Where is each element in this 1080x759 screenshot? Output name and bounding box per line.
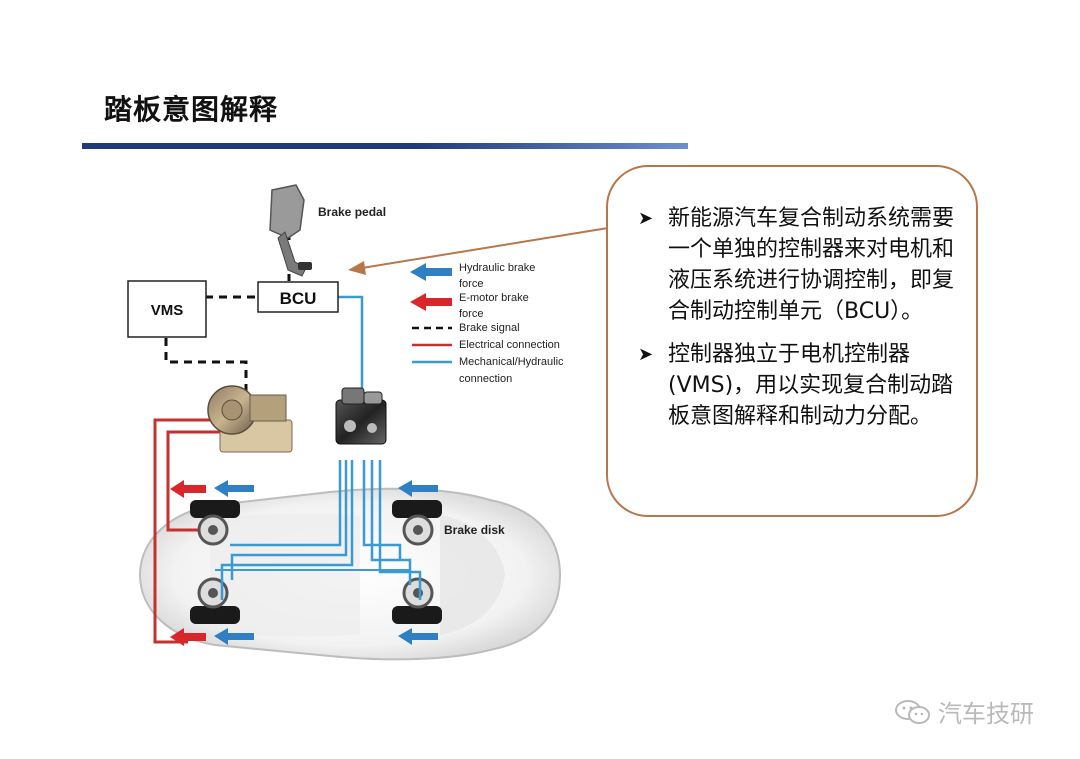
brake-pedal-label: Brake pedal [318,205,386,219]
watermark: 汽车技研 [894,694,1034,729]
legend-label-mechanical-1: Mechanical/Hydraulic [459,356,564,368]
wheel-front-right [392,500,442,546]
wheel-rear-left [190,577,240,624]
legend: Hydraulic brake force E-motor brake forc… [410,262,564,385]
hydraulic-arrow-front-right [398,480,438,497]
legend-label-hydraulic-2: force [459,278,483,290]
emotor-arrow-rear-left [170,628,206,646]
wechat-icon [895,699,930,724]
bullet-arrow-icon: ➤ [638,208,654,229]
hydraulic-arrow-rear-right [398,628,438,645]
callout-bullet: ➤ 控制器独立于电机控制器(VMS)，用以实现复合制动踏板意图解释和制动力分配。 [638,339,956,432]
legend-label-emotor-2: force [459,308,483,320]
legend-label-signal: Brake signal [459,322,520,334]
electrical-lines [153,418,220,644]
bcu-box [257,281,339,313]
emotor-arrow-front-left [170,480,206,498]
title-underline [82,143,688,149]
hydraulic-lines [215,295,422,600]
wheel-rear-right [392,577,442,624]
callout-pointer [348,227,609,275]
legend-hydraulic-arrow [410,263,452,281]
callout-box: ➤ 新能源汽车复合制动系统需要一个单独的控制器来对电机和液压系统进行协调控制，即… [606,165,978,517]
legend-emotor-arrow [410,293,452,311]
legend-label-electrical: Electrical connection [459,339,560,351]
wheel-brake-force-arrows [170,480,438,646]
vms-box [127,280,207,338]
hydraulic-arrow-rear-left [214,628,254,645]
brake-signal-lines [164,232,291,392]
e-motor-icon [207,385,293,453]
hydraulic-arrow-front-left [214,480,254,497]
callout-bullet-text: 新能源汽车复合制动系统需要一个单独的控制器来对电机和液压系统进行协调控制，即复合… [668,206,955,324]
page-title: 踏板意图解释 [104,93,279,126]
legend-label-mechanical-2: connection [459,373,512,385]
vms-label: VMS [151,302,184,319]
bcu-label: BCU [280,289,317,308]
legend-label-emotor-1: E-motor brake [459,292,529,304]
callout-bullet-text: 控制器独立于电机控制器(VMS)，用以实现复合制动踏板意图解释和制动力分配。 [668,342,954,429]
bullet-arrow-icon: ➤ [638,344,654,365]
wheel-front-left [190,500,240,546]
legend-label-hydraulic-1: Hydraulic brake [459,262,535,274]
callout-bullet: ➤ 新能源汽车复合制动系统需要一个单独的控制器来对电机和液压系统进行协调控制，即… [638,203,956,327]
brake-disk-label: Brake disk [444,523,505,537]
hydraulic-unit-icon [335,387,387,445]
brake-pedal-icon [269,184,312,277]
watermark-text: 汽车技研 [938,700,1034,728]
